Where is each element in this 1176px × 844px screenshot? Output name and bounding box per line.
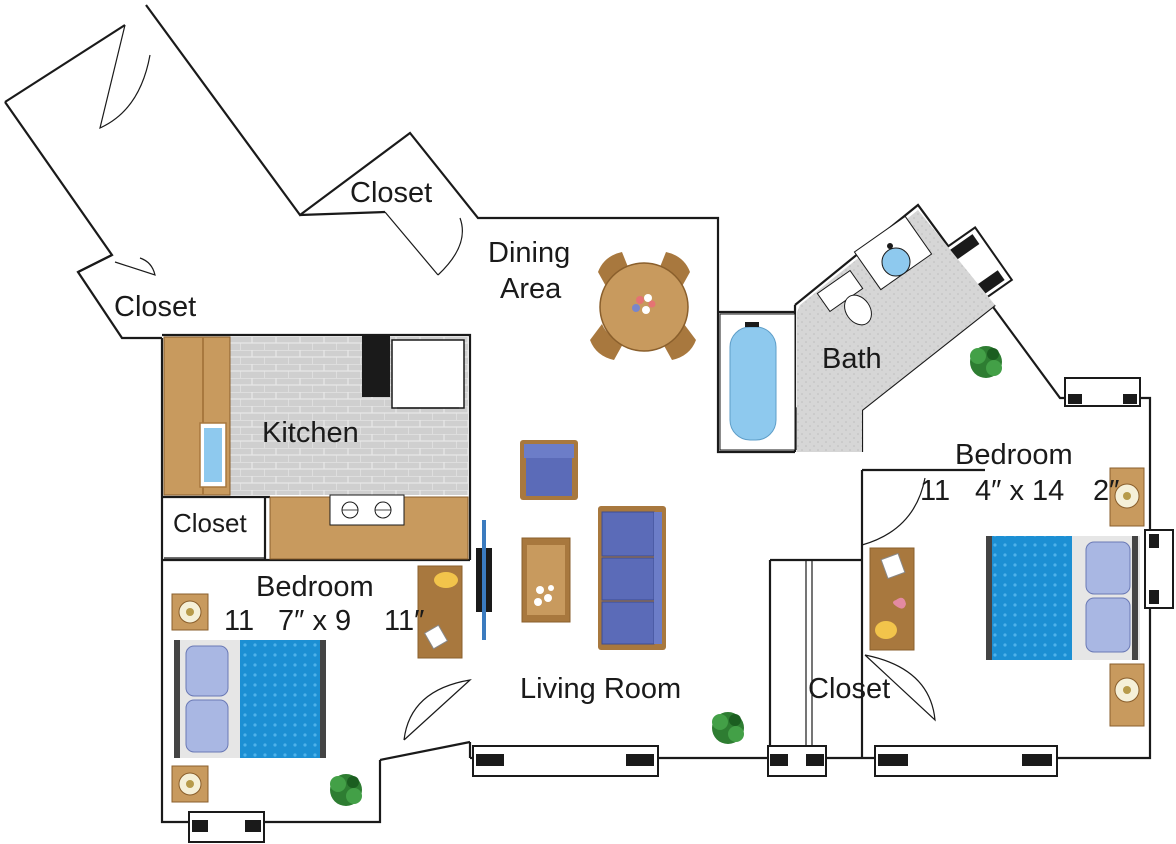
coffee-table	[521, 537, 571, 623]
label-dining-line1: Dining	[488, 237, 570, 269]
dims-bedroom-left-2: 7″ x 9	[278, 605, 351, 637]
window-right-top	[1064, 377, 1141, 407]
label-kitchen: Kitchen	[262, 417, 359, 449]
room-labels: Closet Closet Dining Area Kitchen Bath C…	[114, 177, 1119, 705]
bath-sink	[853, 215, 933, 291]
bath-area	[719, 210, 995, 452]
door-swings	[99, 24, 936, 741]
nightstand-bottom	[171, 765, 209, 803]
label-living: Living Room	[520, 673, 681, 705]
dims-bedroom-right-2: 4″ x 14	[975, 475, 1064, 507]
bedroom-left-furniture	[171, 593, 326, 803]
label-bedroom-left: Bedroom	[256, 571, 374, 603]
sofa	[598, 506, 666, 650]
stovetop	[329, 494, 405, 526]
nightstand-right-bottom	[1109, 663, 1145, 727]
window-bottom-closet	[767, 745, 827, 777]
nightstand-top	[171, 593, 209, 631]
interior-walls	[77, 210, 996, 758]
label-closet-kitchen: Closet	[173, 508, 247, 538]
label-closet-left: Closet	[114, 291, 196, 323]
windows	[188, 226, 1174, 843]
nightstand-right-top	[1109, 467, 1145, 527]
bathtub	[719, 313, 796, 451]
window-bottom-left	[188, 811, 265, 843]
label-bedroom-right: Bedroom	[955, 439, 1073, 471]
kitchen-area	[163, 335, 469, 560]
desk-right	[869, 547, 915, 651]
plant-icon	[330, 774, 362, 806]
window-bottom-right	[874, 745, 1058, 777]
flowers	[632, 294, 656, 314]
label-bath: Bath	[822, 343, 882, 375]
dims-bedroom-right-3: 2″	[1093, 475, 1119, 507]
refrigerator	[362, 335, 390, 397]
window-right-side	[1144, 529, 1174, 609]
dining-table	[590, 252, 696, 360]
armchair	[520, 440, 578, 500]
plant-icon	[712, 712, 744, 744]
living-furniture	[417, 440, 666, 659]
toilet	[816, 269, 872, 326]
kitchen-sink	[199, 422, 227, 488]
tv-stand	[476, 520, 492, 640]
dims-bedroom-right-1: 11	[920, 475, 950, 507]
label-closet-right: Closet	[808, 673, 890, 705]
desk-left	[417, 565, 463, 659]
dims-bedroom-left-3: 11″	[384, 605, 424, 637]
bed-right	[986, 536, 1140, 660]
plants	[330, 346, 1002, 806]
label-dining-line2: Area	[500, 273, 562, 305]
plant-icon	[970, 346, 1002, 378]
range-box	[391, 339, 465, 409]
window-bottom-living	[472, 745, 659, 777]
bed-left	[174, 640, 326, 758]
dims-bedroom-left-1: 11	[224, 605, 254, 637]
label-closet-top: Closet	[350, 177, 432, 209]
bedroom-right-furniture	[869, 467, 1145, 727]
